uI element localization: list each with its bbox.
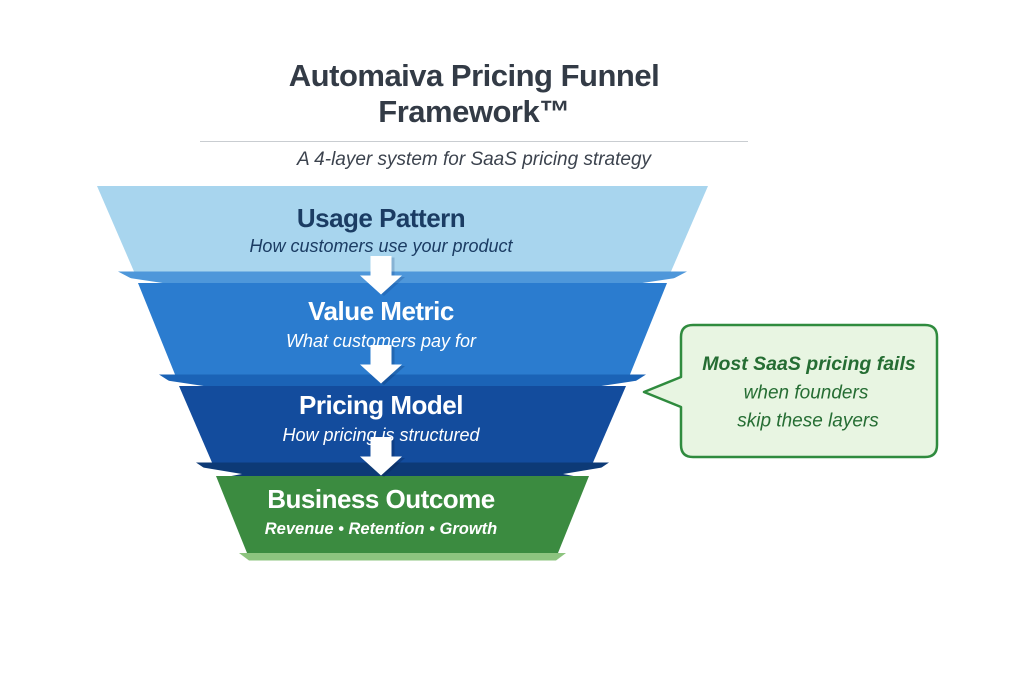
down-arrow-icon: [360, 345, 405, 385]
page-title: Automaiva Pricing Funnel Framework™: [288, 58, 660, 129]
funnel-layer-usage-pattern-bevel: [118, 271, 687, 283]
layer-description-value-metric: What customers pay for: [286, 331, 477, 351]
junction-notch-right: [563, 466, 611, 483]
funnel-layer-business-outcome-bevel: [239, 553, 566, 561]
down-arrow-icon: [360, 437, 405, 477]
layer-label-usage-pattern: Usage Pattern: [297, 203, 465, 233]
funnel-layer-value-metric: [138, 283, 667, 375]
callout-line: skip these layers: [737, 411, 879, 432]
layer-label-value-metric: Value Metric: [308, 296, 454, 326]
layer-description-pricing-model: How pricing is structured: [282, 425, 480, 445]
funnel-layer-pricing-model-bevel: [196, 462, 609, 476]
layer-label-pricing-model: Pricing Model: [299, 390, 463, 420]
callout-bubble: [642, 323, 939, 459]
layer-description-business-outcome: Revenue • Retention • Growth: [265, 520, 498, 538]
page-subtitle: A 4-layer system for SaaS pricing strate…: [296, 149, 652, 171]
down-arrow-icon: [360, 256, 405, 296]
junction-notch-left: [194, 466, 242, 483]
funnel-layer-value-metric-bevel: [159, 374, 646, 386]
callout-line: when founders: [744, 383, 869, 404]
layer-description-usage-pattern: How customers use your product: [249, 236, 513, 256]
header: Automaiva Pricing Funnel Framework™ A 4-…: [200, 58, 748, 171]
callout-line: Most SaaS pricing fails: [702, 353, 916, 375]
title-divider: [200, 141, 748, 143]
funnel-layer-pricing-model: [179, 386, 626, 463]
layer-label-business-outcome: Business Outcome: [267, 484, 495, 514]
funnel-layer-business-outcome: [216, 476, 589, 553]
funnel-layer-usage-pattern: [97, 186, 708, 272]
